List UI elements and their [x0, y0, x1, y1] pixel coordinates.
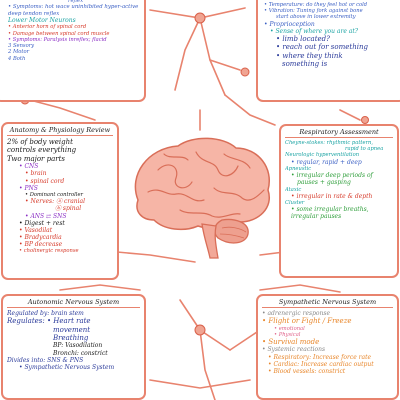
note-line: Breathing: [53, 333, 89, 342]
note-line: • Symptoms: hot wace uninhibited hyper-a…: [8, 4, 139, 17]
note-line: • ANS ⇄ SNS: [25, 212, 67, 220]
card-title: Anatomy & Physiology Review: [7, 126, 113, 136]
note-heading: Lower Motor Neurons: [8, 17, 76, 25]
note-line: start above in lower extremity: [276, 14, 356, 21]
note-line: • Dominant controller: [25, 191, 84, 198]
neuron-cell-body-icon: [194, 12, 206, 24]
note-line: pauses + gasping: [297, 179, 351, 187]
note-line: • Vibration: Tuning fork against bone: [264, 8, 363, 15]
note-line: • adrenergic response: [262, 310, 331, 317]
anatomy-physiology-card: Anatomy & Physiology Review 2% of body w…: [1, 122, 119, 280]
note-line: ⓑ spinal: [55, 205, 82, 213]
neuron-cell-body-icon: [194, 324, 206, 336]
note-line: something is: [282, 60, 328, 69]
note-line: rapid to apnea: [345, 146, 384, 153]
note-line: • where they think: [276, 51, 343, 60]
note-line: reflex: [68, 0, 84, 4]
note-line: • some irregular breaths,: [291, 206, 369, 214]
note-line: • regular, rapid + deep: [291, 158, 362, 166]
note-line: • Survival mode: [262, 338, 320, 347]
note-line: • BP decrease: [19, 241, 63, 249]
note-line: BP: Vasodilation: [53, 342, 103, 350]
note-line: • CNS: [19, 163, 39, 171]
note-line: Two major parts: [7, 154, 66, 163]
note-line: • Bradycardia: [19, 234, 62, 242]
respiratory-assessment-card: Respiratory Assessment Cheyne-stokes: rh…: [279, 124, 399, 278]
note-line: • brain: [25, 170, 47, 178]
note-line: • Flight or Fight / Freeze: [262, 317, 352, 326]
note-line: • Sympathetic Nervous System: [19, 363, 115, 371]
note-line: 3 Sensory: [8, 43, 35, 50]
note-line: • emotional: [274, 325, 305, 332]
brain-stem-icon: [201, 223, 219, 259]
note-line: Neurologic hyperventilation: [285, 152, 360, 159]
note-line: • Cardiac: Increase cardiac output: [268, 360, 374, 368]
note-line: • Vasodilat: [19, 226, 53, 234]
note-line: • reach out for something: [276, 43, 368, 52]
note-line: 2% of body weight: [7, 138, 73, 146]
note-heading: Ataxic: [285, 186, 302, 193]
brain-icon: [134, 137, 271, 259]
note-line: Divides into: SNS & PNS: [7, 356, 84, 364]
note-line: • Respiratory: Increase force rate: [268, 353, 372, 361]
note-heading: Apneustic: [285, 165, 312, 172]
note-line: • Physical: [274, 331, 301, 338]
note-line: Regulates: • Heart rate: [7, 317, 91, 326]
note-line: • Anterior horn of spinal cord: [8, 24, 87, 31]
note-heading: • Proprioception: [264, 20, 315, 28]
note-line: 4 Both: [8, 55, 26, 62]
note-line: • PNS: [19, 184, 38, 192]
card-title: Respiratory Assessment: [285, 128, 393, 138]
note-line: • Nerves: ⓐ cranial: [25, 198, 86, 206]
note-line: • Digest + rest: [19, 219, 65, 227]
note-line: irregular pauses: [291, 213, 342, 221]
sensory-assessment-card: • Temperature: do they feel hot or cold …: [256, 0, 400, 102]
neuron-cell-body-icon: [361, 116, 369, 124]
sympathetic-nervous-system-card: Sympathetic Nervous System • adrenergic …: [256, 294, 399, 400]
autonomic-nervous-system-card: Autonomic Nervous System Regulated by: b…: [1, 294, 146, 400]
neuron-cell-body-icon: [240, 67, 250, 77]
note-line: • Sense of where you are at?: [270, 27, 359, 35]
note-line: movement: [53, 325, 91, 334]
upper-motor-neurons-card: reflex • Symptoms: hot wace uninhibited …: [0, 0, 146, 102]
note-line: • irregular deep periods of: [291, 172, 373, 180]
note-line: • irregular in rate & depth: [291, 192, 373, 200]
note-line: • Blood vessels: constrict: [268, 368, 346, 375]
note-line: • Damage between spinal cord muscle: [8, 30, 110, 37]
note-line: Bronchi: constrict: [53, 349, 108, 357]
note-line: • limb located?: [276, 35, 330, 44]
card-title: Sympathetic Nervous System: [262, 298, 393, 308]
note-line: 2 Motor: [8, 49, 30, 56]
note-line: Regulated by: brain stem: [7, 310, 84, 317]
card-title: Autonomic Nervous System: [7, 298, 140, 308]
note-line: • Temperature: do they feel hot or cold: [264, 2, 368, 8]
note-line: • cholinergic response: [19, 248, 79, 255]
note-line: • spinal cord: [25, 177, 65, 185]
note-heading: Cluster: [285, 199, 305, 206]
note-line: controls everything: [7, 146, 77, 155]
note-line: • Systemic reactions: [262, 346, 326, 354]
note-line: Cheyne-stokes: rhythmic pattern,: [285, 140, 374, 146]
note-line: • Symptoms: Paralysis inreflex; flacid: [8, 36, 107, 43]
cerebellum-icon: [213, 218, 249, 244]
